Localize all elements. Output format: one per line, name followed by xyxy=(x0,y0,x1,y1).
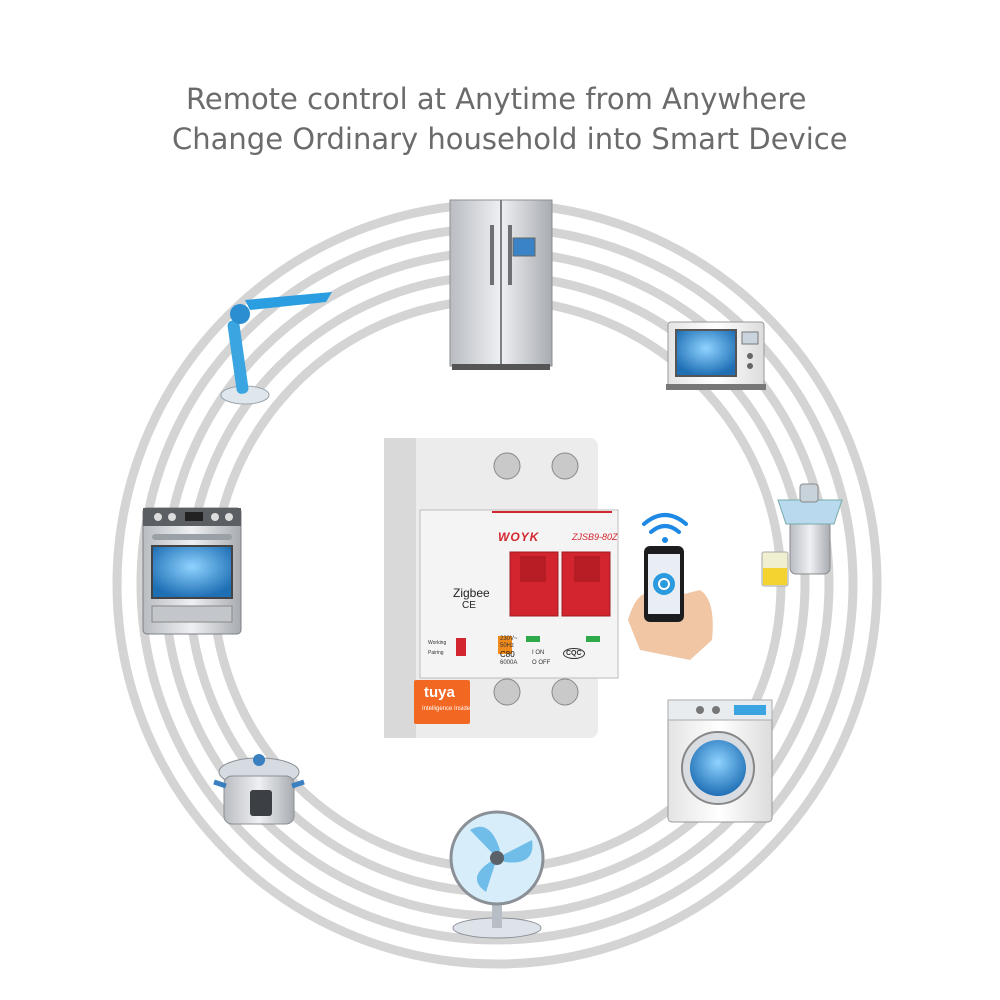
smartphone-icon xyxy=(628,546,713,660)
juicer-icon xyxy=(761,483,843,587)
microwave-icon xyxy=(666,321,766,390)
status-label-pairing: Pairing xyxy=(428,650,444,656)
breaker-model: ZJSB9-80Z xyxy=(572,532,618,542)
fan-icon xyxy=(449,810,545,939)
headline-line-2: Change Ordinary household into Smart Dev… xyxy=(172,122,848,156)
certification-mark: CQC xyxy=(563,648,585,659)
headline-line-1: Remote control at Anytime from Anywhere xyxy=(186,82,807,116)
breaker-protocol: Zigbee xyxy=(453,586,490,600)
oven-icon xyxy=(142,507,242,635)
desk-lamp-icon xyxy=(220,292,332,405)
tuya-logo: tuya xyxy=(424,684,455,701)
breaker-brand: WOYK xyxy=(498,530,540,544)
ce-mark: CE xyxy=(462,600,476,611)
wifi-icon xyxy=(642,513,688,543)
rice-cooker-icon xyxy=(213,754,305,825)
rating-breaking: 6000A xyxy=(500,660,518,666)
rating-voltage: 230V~ xyxy=(500,636,518,642)
rating-current: C80 xyxy=(500,650,515,659)
washing-machine-icon xyxy=(667,699,773,823)
circuit-breaker xyxy=(384,438,619,738)
refrigerator-icon xyxy=(449,199,553,370)
status-label-working: Working xyxy=(428,640,447,646)
tuya-tagline: Intelligence Inside xyxy=(422,706,471,712)
on-label: I ON xyxy=(532,650,545,656)
off-label: O OFF xyxy=(532,660,551,666)
rating-frequency: 50Hz xyxy=(500,643,515,649)
